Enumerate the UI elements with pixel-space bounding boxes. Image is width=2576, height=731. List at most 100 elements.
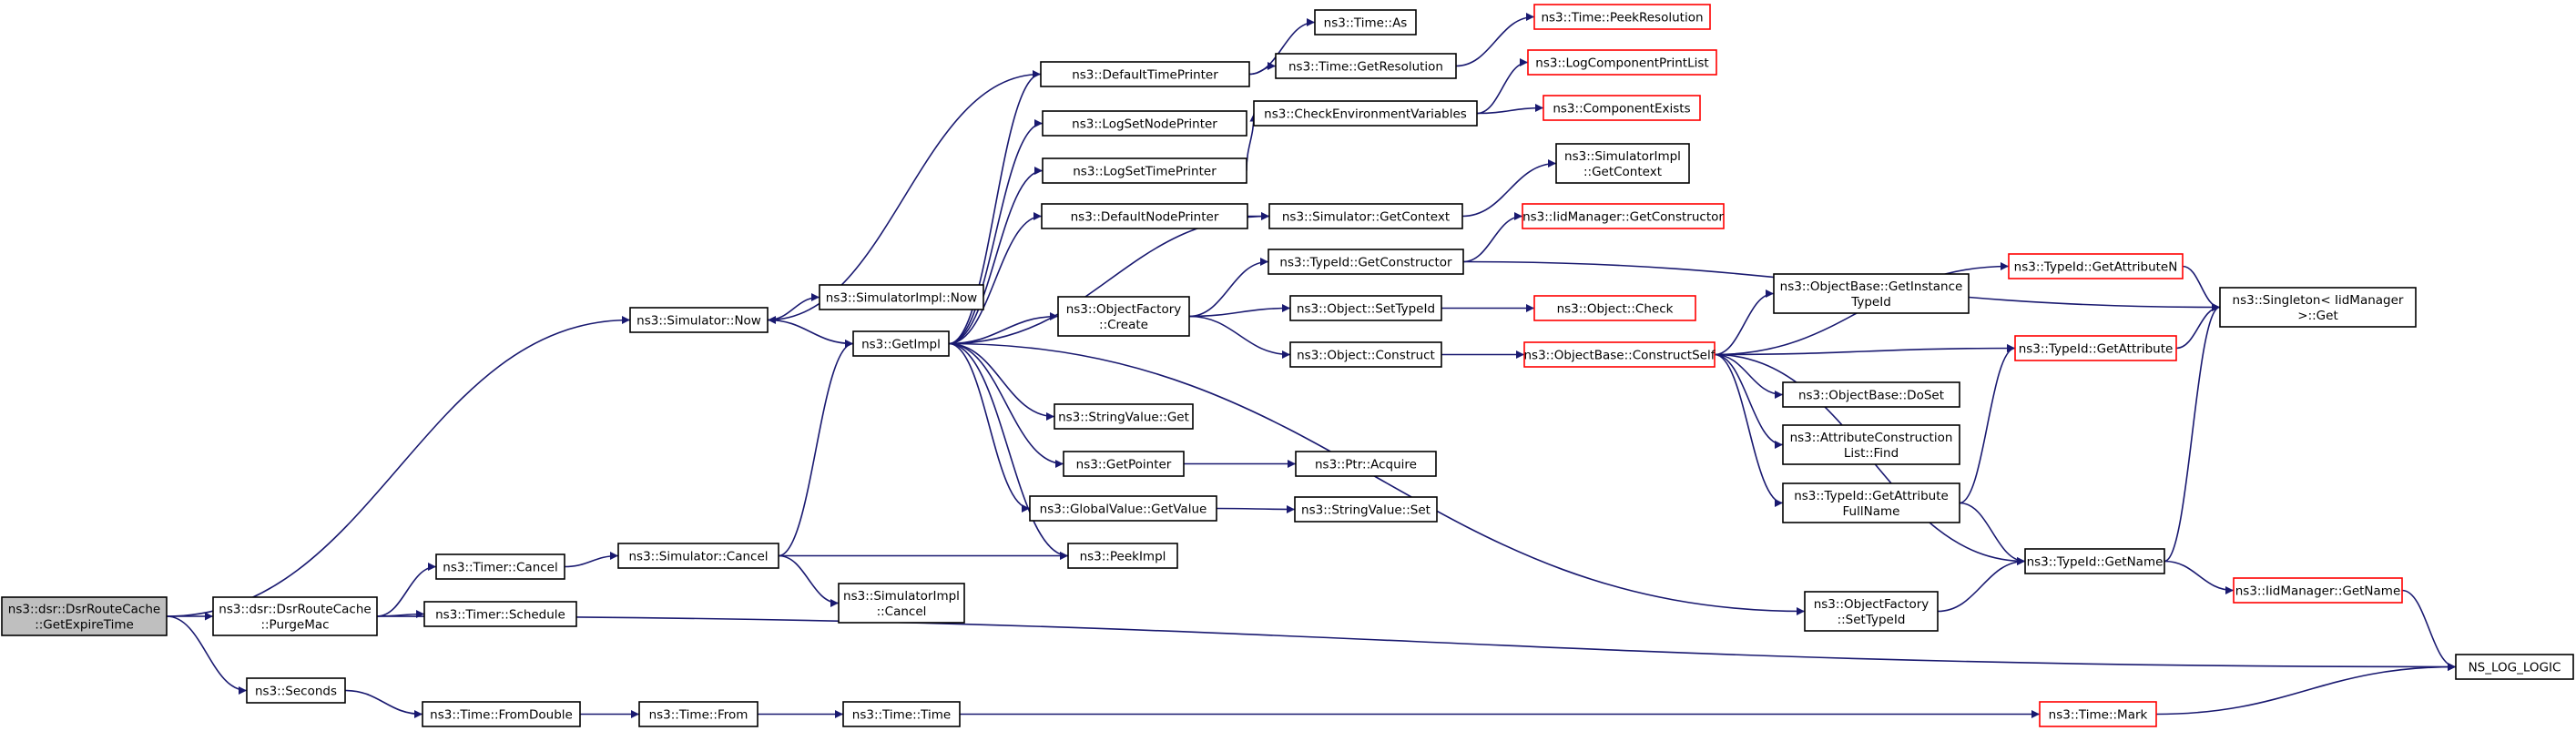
- node-object_check[interactable]: ns3::Object::Check: [1533, 295, 1696, 321]
- node-label: ns3::Time::From: [649, 708, 748, 723]
- node-iidmgr_getconstructor[interactable]: ns3::IidManager::GetConstructor: [1522, 203, 1725, 229]
- node-typeid_getattribute[interactable]: ns3::TypeId::GetAttribute: [2014, 335, 2177, 361]
- edge-root-to-seconds: [166, 615, 248, 695]
- edge-objbase_constructself-to-objbase_doset: [1714, 353, 1784, 399]
- node-box: [2008, 253, 2184, 279]
- node-time_fromdouble[interactable]: ns3::Time::FromDouble: [422, 701, 581, 727]
- node-globalvalue_getvalue[interactable]: ns3::GlobalValue::GetValue: [1029, 495, 1217, 522]
- edge-getimpl-to-objfactory_create: [948, 312, 1059, 345]
- node-ptr_acquire[interactable]: ns3::Ptr::Acquire: [1295, 451, 1437, 477]
- node-typeid_getname[interactable]: ns3::TypeId::GetName: [2024, 548, 2165, 574]
- node-box: [629, 307, 769, 333]
- node-label: ::GetContext: [1583, 165, 1662, 179]
- node-label: ns3::DefaultTimePrinter: [1072, 68, 1218, 83]
- node-label: ns3::LogSetTimePrinter: [1073, 165, 1217, 179]
- edge-getimpl-to-peekimpl: [948, 342, 1069, 560]
- node-default_time_printer[interactable]: ns3::DefaultTimePrinter: [1040, 61, 1250, 87]
- node-seconds[interactable]: ns3::Seconds: [246, 677, 346, 704]
- node-getimpl[interactable]: ns3::GetImpl: [852, 330, 950, 357]
- node-label: ::GetExpireTime: [35, 618, 134, 633]
- node-label: >::Get: [2297, 309, 2337, 323]
- node-typeid_getattributen[interactable]: ns3::TypeId::GetAttributeN: [2008, 253, 2184, 279]
- node-label: ns3::dsr::DsrRouteCache: [8, 603, 160, 617]
- node-label: ns3::Object::Construct: [1297, 349, 1435, 363]
- node-box: [1533, 295, 1696, 321]
- node-objbase_constructself[interactable]: ns3::ObjectBase::ConstructSelf: [1523, 341, 1716, 368]
- node-box: [1804, 591, 1939, 632]
- node-label: ns3::TypeId::GetAttributeN: [2014, 260, 2178, 275]
- node-typeid_getconstructor[interactable]: ns3::TypeId::GetConstructor: [1268, 249, 1464, 275]
- edge-timer_cancel-to-sim_cancel: [564, 552, 619, 568]
- edge-objfactory_settypeid-to-typeid_getname: [1937, 557, 2026, 613]
- node-log_set_time_printer[interactable]: ns3::LogSetTimePrinter: [1042, 157, 1247, 184]
- node-singleton_get[interactable]: ns3::Singleton< IidManager >::Get: [2219, 287, 2417, 328]
- node-timer_schedule[interactable]: ns3::Timer::Schedule: [423, 601, 577, 627]
- node-box: [1314, 9, 1417, 36]
- node-sim_now[interactable]: ns3::Simulator::Now: [629, 307, 769, 333]
- node-check_env_vars[interactable]: ns3::CheckEnvironmentVariables: [1253, 100, 1478, 127]
- edge-getimpl-to-globalvalue_getvalue: [948, 342, 1031, 513]
- node-box: [1057, 296, 1190, 337]
- node-log_component_print_list[interactable]: ns3::LogComponentPrintList: [1527, 49, 1717, 76]
- node-objbase_doset[interactable]: ns3::ObjectBase::DoSet: [1782, 381, 1960, 408]
- node-label: ns3::TypeId::GetConstructor: [1279, 256, 1452, 270]
- node-time_mark[interactable]: ns3::Time::Mark: [2039, 701, 2157, 727]
- edge-default_time_printer-to-sim_now: [767, 73, 1042, 324]
- node-simimpl_getcontext[interactable]: ns3::SimulatorImpl::GetContext: [1555, 143, 1690, 184]
- node-objfactory_create[interactable]: ns3::ObjectFactory::Create: [1057, 296, 1190, 337]
- node-box: [1268, 249, 1464, 275]
- node-label: ns3::TypeId::GetAttribute: [1794, 489, 1949, 503]
- node-time_time[interactable]: ns3::Time::Time: [842, 701, 961, 727]
- node-label: ns3::GetImpl: [861, 338, 941, 352]
- node-box: [2219, 287, 2417, 328]
- node-objfactory_settypeid[interactable]: ns3::ObjectFactory::SetTypeId: [1804, 591, 1939, 632]
- node-time_peekres[interactable]: ns3::Time::PeekResolution: [1533, 4, 1711, 30]
- edge-typeid_getattrfullname-to-typeid_getname: [1959, 502, 2026, 565]
- node-purgemac[interactable]: ns3::dsr::DsrRouteCache::PurgeMac: [212, 596, 378, 636]
- node-box: [1, 596, 168, 636]
- node-simimpl_now[interactable]: ns3::SimulatorImpl::Now: [819, 284, 984, 310]
- node-label: ns3::dsr::DsrRouteCache: [219, 603, 371, 617]
- node-box: [1289, 341, 1442, 368]
- node-box: [246, 677, 346, 704]
- node-box: [1029, 495, 1217, 522]
- node-label: ns3::SimulatorImpl::Now: [826, 291, 977, 306]
- node-stringvalue_set[interactable]: ns3::StringValue::Set: [1294, 496, 1438, 523]
- node-getpointer[interactable]: ns3::GetPointer: [1063, 451, 1185, 477]
- edge-objfactory_create-to-object_construct: [1188, 315, 1291, 359]
- node-simimpl_cancel[interactable]: ns3::SimulatorImpl::Cancel: [838, 583, 965, 624]
- node-time_as[interactable]: ns3::Time::As: [1314, 9, 1417, 36]
- node-box: [2024, 548, 2165, 574]
- node-label: ::Create: [1099, 318, 1148, 332]
- node-stringvalue_get[interactable]: ns3::StringValue::Get: [1054, 403, 1194, 430]
- node-timer_cancel[interactable]: ns3::Timer::Cancel: [435, 553, 565, 580]
- node-object_construct[interactable]: ns3::Object::Construct: [1289, 341, 1442, 368]
- edge-purgemac-to-ns_log_logic: [376, 615, 2457, 671]
- node-time_getres[interactable]: ns3::Time::GetResolution: [1275, 53, 1457, 79]
- node-box: [1782, 482, 1960, 523]
- node-box: [423, 601, 577, 627]
- edge-purgemac-to-timer_cancel: [376, 563, 437, 617]
- edge-objfactory_create-to-object_settypeid: [1188, 304, 1291, 318]
- edge-objbase_constructself-to-typeid_getattrfullname: [1714, 353, 1784, 507]
- node-sim_getcontext[interactable]: ns3::Simulator::GetContext: [1268, 203, 1463, 229]
- node-iidmgr_getname[interactable]: ns3::IidManager::GetName: [2233, 577, 2403, 604]
- node-time_from[interactable]: ns3::Time::From: [638, 701, 759, 727]
- node-component_exists[interactable]: ns3::ComponentExists: [1543, 95, 1701, 121]
- node-box: [1268, 203, 1463, 229]
- node-label: ns3::Time::GetResolution: [1288, 60, 1443, 75]
- edge-log_set_time_printer-to-check_env_vars: [1246, 113, 1258, 171]
- node-label: ns3::StringValue::Set: [1301, 503, 1431, 518]
- node-box: [1067, 543, 1178, 569]
- node-label: ns3::ObjectFactory: [1814, 597, 1929, 612]
- node-root[interactable]: ns3::dsr::DsrRouteCache::GetExpireTime: [1, 596, 168, 636]
- node-sim_cancel[interactable]: ns3::Simulator::Cancel: [617, 543, 779, 569]
- node-ns_log_logic[interactable]: NS_LOG_LOGIC: [2455, 654, 2574, 680]
- node-log_set_node_printer[interactable]: ns3::LogSetNodePrinter: [1042, 110, 1247, 137]
- node-default_node_printer[interactable]: ns3::DefaultNodePrinter: [1041, 203, 1248, 229]
- node-peekimpl[interactable]: ns3::PeekImpl: [1067, 543, 1178, 569]
- node-object_settypeid[interactable]: ns3::Object::SetTypeId: [1289, 295, 1442, 321]
